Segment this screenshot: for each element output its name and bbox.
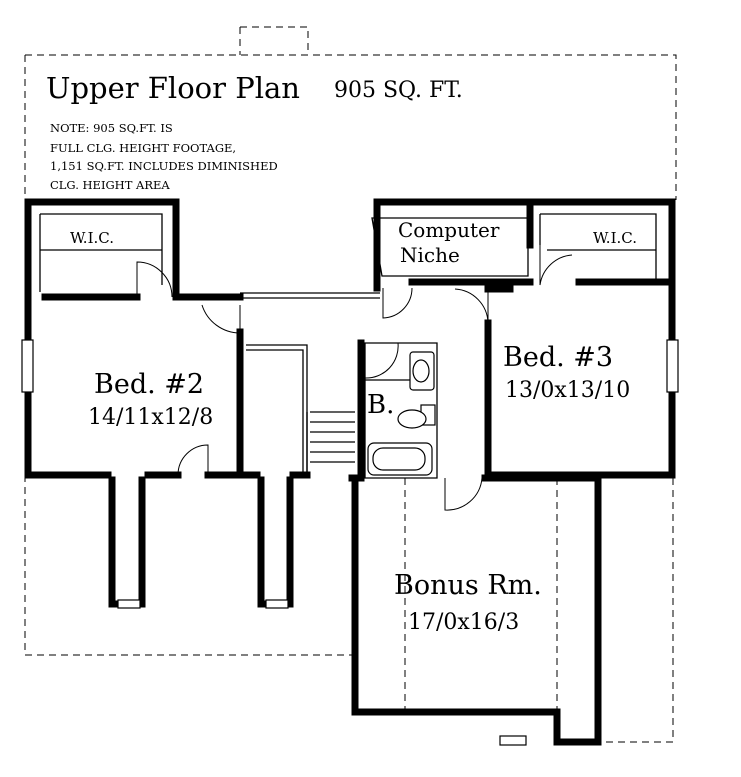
plan-area: 905 SQ. FT. — [334, 78, 463, 103]
bed3-dims: 13/0x13/10 — [505, 378, 630, 403]
windows — [21, 339, 679, 746]
bed3-label: Bed. #3 — [503, 342, 613, 373]
door-swings — [136, 245, 573, 511]
walls — [24, 198, 676, 746]
bonus-room-dims: 17/0x16/3 — [408, 610, 519, 635]
bath-fixtures — [367, 351, 436, 476]
note-line-3: 1,151 SQ.FT. INCLUDES DIMINISHED — [50, 159, 278, 173]
note-line-2: FULL CLG. HEIGHT FOOTAGE, — [50, 141, 236, 155]
bed2-dims: 14/11x12/8 — [88, 405, 213, 430]
interior-lines — [39, 213, 657, 479]
plan-title: Upper Floor Plan — [46, 71, 300, 105]
roof-outline — [24, 26, 677, 743]
computer-niche-label-1: Computer — [398, 218, 500, 242]
wic-right-label: W.I.C. — [593, 229, 637, 247]
note-line-4: CLG. HEIGHT AREA — [50, 178, 170, 192]
note-line-1: NOTE: 905 SQ.FT. IS — [50, 121, 173, 135]
bath-label: B. — [367, 390, 394, 420]
computer-niche-label-2: Niche — [400, 243, 460, 267]
bed2-label: Bed. #2 — [94, 369, 204, 400]
bonus-room-label: Bonus Rm. — [394, 570, 542, 601]
wic-left-label: W.I.C. — [70, 229, 114, 247]
